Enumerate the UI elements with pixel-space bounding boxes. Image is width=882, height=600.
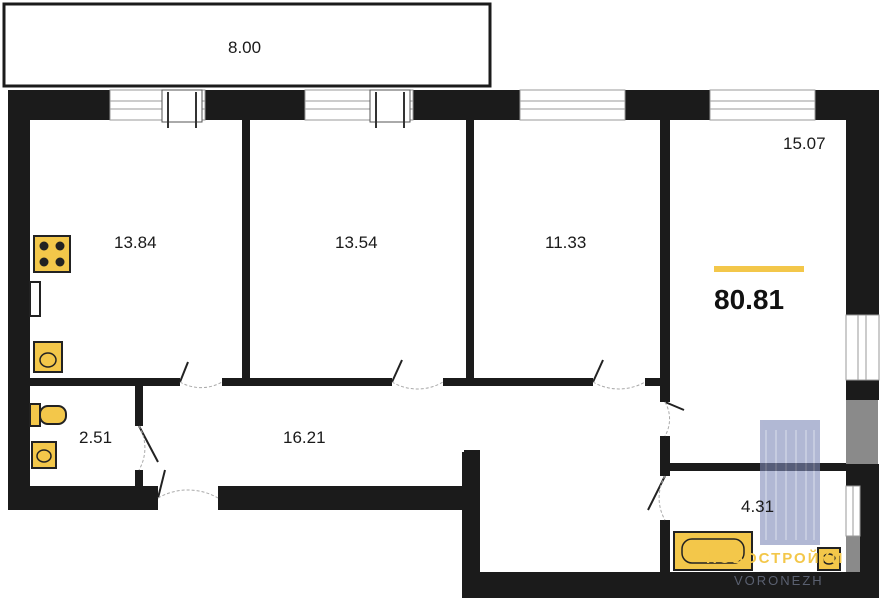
- stove-icon: [33, 235, 71, 273]
- counter-icon: [29, 281, 41, 317]
- hallway-area-label: 16.21: [283, 428, 326, 447]
- balcony-outline: [2, 2, 492, 88]
- bedroom-middle-area-label: 13.54: [335, 233, 378, 252]
- windows: [109, 89, 880, 537]
- building-icon: [760, 420, 820, 545]
- bathroom-area-label: 4.31: [741, 497, 774, 516]
- kitchen-area-label: 13.84: [114, 233, 157, 252]
- sink-icon: [33, 341, 63, 373]
- living-room-area-label: 15.07: [783, 134, 826, 153]
- total-area-label: 80.81: [714, 284, 784, 315]
- washbasin-icon: [31, 441, 57, 469]
- watermark-title: НОВОСТРОЙКИ: [706, 549, 844, 567]
- watermark-subtitle: VORONEZH: [734, 573, 824, 588]
- total-area-accent-bar: [714, 266, 804, 272]
- walls: [8, 90, 879, 598]
- toilet-icon: [29, 403, 67, 427]
- bedroom-right-area-label: 11.33: [545, 233, 586, 252]
- balcony-doors: [161, 89, 411, 128]
- toilet-area-label: 2.51: [79, 428, 112, 447]
- bathtub-icon: [673, 531, 753, 571]
- interior-doors: [138, 359, 685, 521]
- balcony-area-label: 8.00: [228, 38, 261, 57]
- bath-sink-icon: [817, 547, 841, 571]
